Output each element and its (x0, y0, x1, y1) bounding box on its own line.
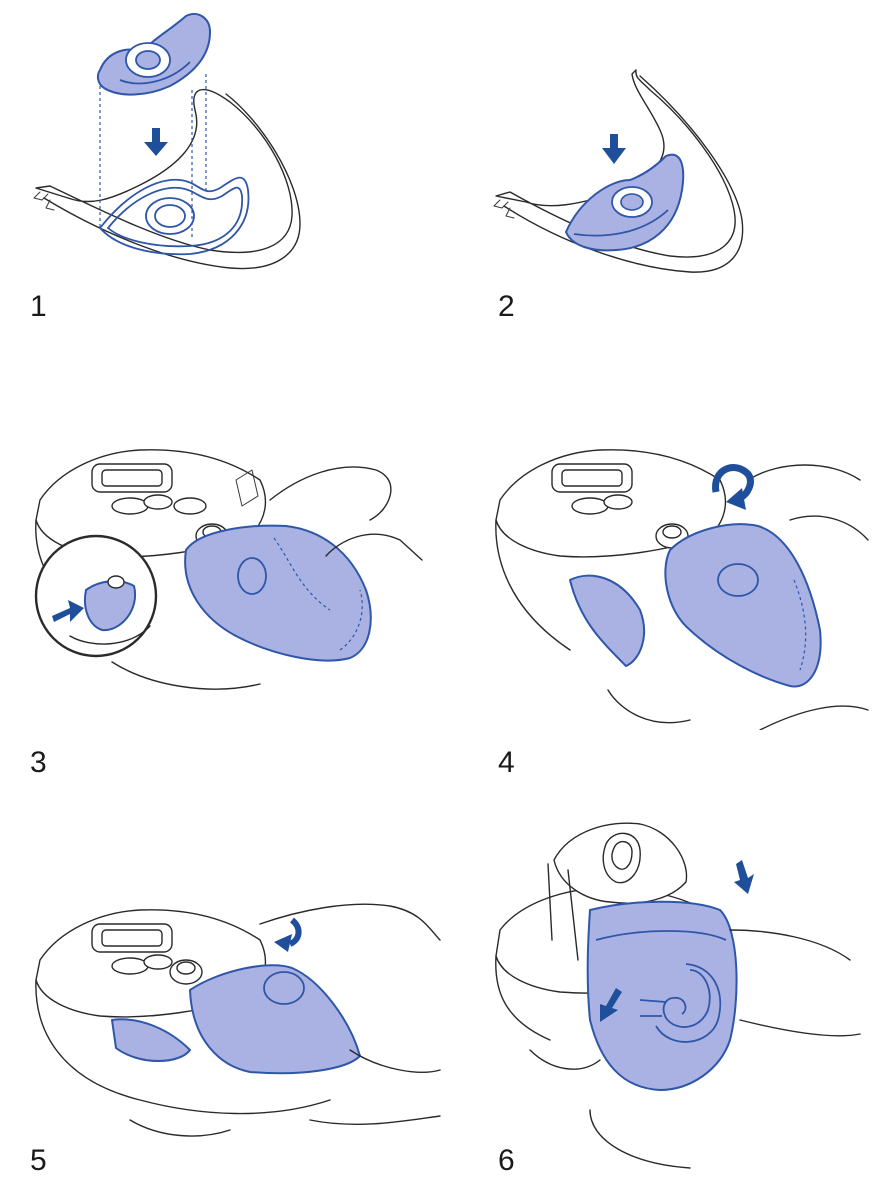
step-3-number: 3 (30, 748, 47, 778)
down-arrow-icon (144, 128, 168, 156)
water-chamber (665, 524, 820, 686)
frame-shell (36, 90, 292, 253)
step-2-illustration (490, 60, 780, 280)
curve-arrow-icon (290, 920, 299, 944)
step-3-illustration (30, 440, 430, 710)
step-4-illustration (490, 440, 870, 730)
water-chamber (185, 526, 371, 661)
step-6-number: 6 (498, 1146, 515, 1176)
side-flap (570, 576, 644, 666)
down-arrow-icon (602, 134, 626, 164)
step-1-illustration (30, 10, 320, 280)
step-5-number: 5 (30, 1146, 47, 1176)
step-4-number: 4 (498, 748, 515, 778)
step-1-number: 1 (30, 292, 47, 322)
step-2-number: 2 (498, 292, 515, 322)
step-5-illustration (30, 820, 450, 1160)
chamber-lid (588, 902, 737, 1090)
step-6-illustration (490, 820, 870, 1170)
down-arrow-icon (734, 860, 754, 894)
